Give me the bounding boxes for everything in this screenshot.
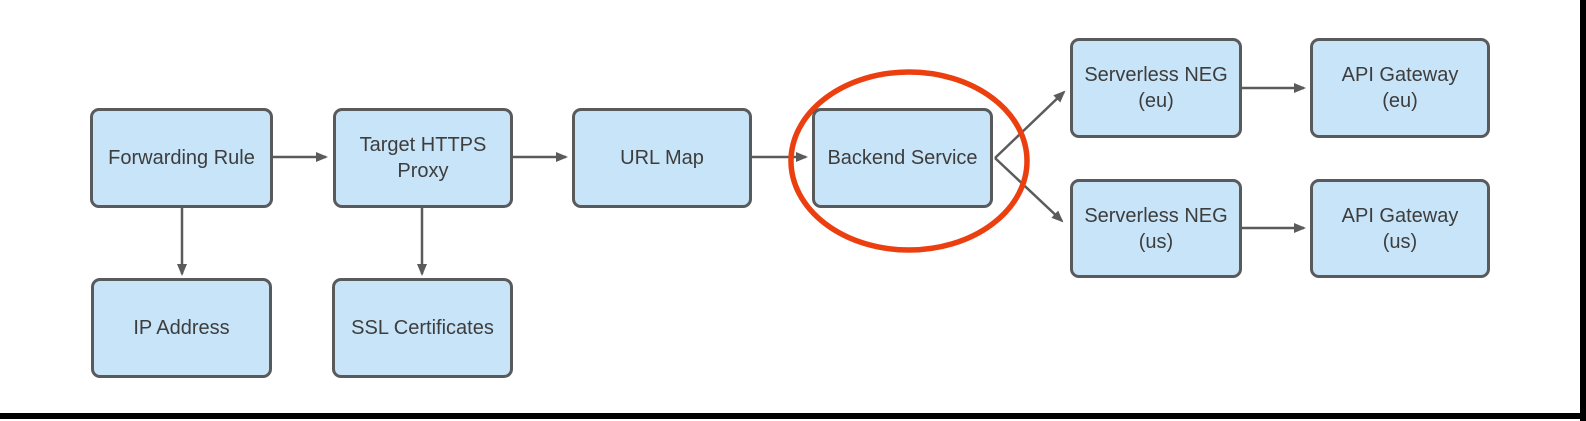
node-target-https-proxy: Target HTTPS Proxy: [333, 108, 513, 208]
node-label: SSL Certificates: [351, 317, 494, 339]
node-api-gateway-us: API Gateway (us): [1310, 179, 1490, 278]
node-label: Serverless NEG (eu): [1084, 64, 1228, 112]
node-serverless-neg-eu: Serverless NEG (eu): [1070, 38, 1242, 138]
node-api-gateway-eu: API Gateway (eu): [1310, 38, 1490, 138]
arrow-backend-to-neg-us: [994, 157, 1064, 223]
node-ssl-certificates: SSL Certificates: [332, 278, 513, 378]
node-label: Forwarding Rule: [108, 147, 255, 169]
node-label: API Gateway (eu): [1341, 64, 1459, 112]
node-label: URL Map: [620, 147, 704, 169]
frame-border-bottom: [0, 413, 1586, 419]
node-label: Serverless NEG (us): [1084, 204, 1228, 253]
node-label: IP Address: [133, 317, 230, 339]
arrow-backend-to-neg-eu: [994, 90, 1066, 159]
frame-border-right: [1580, 0, 1586, 421]
node-url-map: URL Map: [572, 108, 752, 208]
node-serverless-neg-us: Serverless NEG (us): [1070, 179, 1242, 278]
node-backend-service: Backend Service: [812, 108, 993, 208]
node-label: Target HTTPS Proxy: [359, 134, 487, 182]
node-ip-address: IP Address: [91, 278, 272, 378]
node-forwarding-rule: Forwarding Rule: [90, 108, 273, 208]
node-label: Backend Service: [827, 147, 978, 169]
node-label: API Gateway (us): [1341, 204, 1459, 253]
